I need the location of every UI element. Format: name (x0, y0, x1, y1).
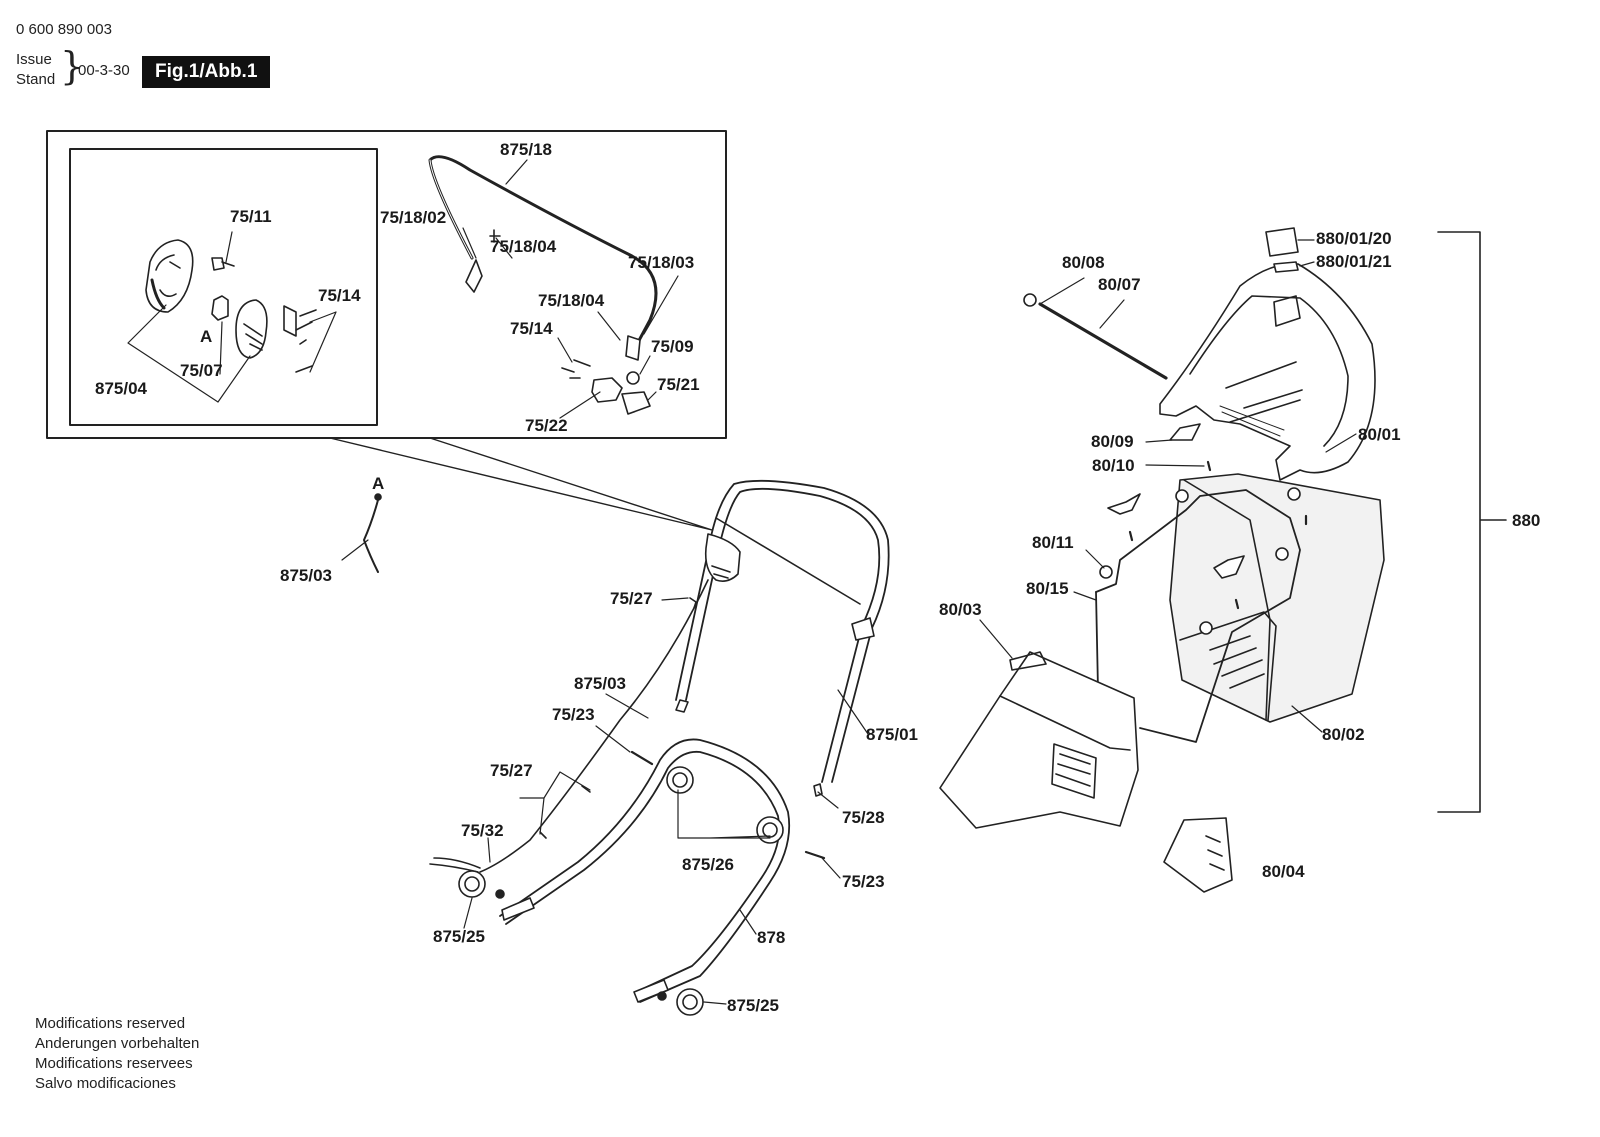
upper-handle-875-01 (675, 479, 890, 783)
label-75-22: 75/22 (525, 416, 568, 435)
label-878: 878 (757, 928, 786, 947)
knob-875-25a (458, 870, 486, 898)
label-75-11: 75/11 (230, 207, 272, 226)
label-80-01: 80/01 (1358, 425, 1401, 444)
label-875-04: 875/04 (95, 379, 147, 398)
label-75-23-lower: 75/23 (842, 872, 885, 891)
issue-label: Issue (16, 51, 52, 68)
grass-box-80-02 (1169, 473, 1385, 723)
modifications-fr: Modifications reservees (35, 1055, 193, 1072)
label-75-27-lower: 75/27 (490, 761, 533, 780)
chute-80-03 (939, 651, 1139, 829)
detail-frame-outer (46, 130, 727, 439)
label-75-27-upper: 75/27 (610, 589, 653, 608)
label-80-03: 80/03 (939, 600, 982, 619)
label-80-09: 80/09 (1091, 432, 1134, 451)
clip-80-11a (1107, 493, 1141, 515)
label-80-07: 80/07 (1098, 275, 1141, 294)
lower-handle-878 (499, 738, 791, 1003)
modifications-en: Modifications reserved (35, 1015, 186, 1032)
brace-icon: } (60, 44, 85, 88)
clip-80-09 (1169, 423, 1201, 441)
label-75-32: 75/32 (461, 821, 504, 840)
label-a-detail: A (200, 327, 213, 346)
knob-875-25b (676, 988, 704, 1016)
label-75-18-04-upper: 75/18/04 (490, 237, 557, 256)
label-75-18-02: 75/18/02 (380, 208, 447, 227)
label-875-18: 875/18 (500, 140, 552, 159)
label-75-18-03: 75/18/03 (628, 253, 695, 272)
label-75-28: 75/28 (842, 808, 885, 827)
label-80-10: 80/10 (1092, 456, 1135, 475)
label-80-08: 80/08 (1062, 253, 1105, 272)
knob-875-26b (756, 816, 784, 844)
part-number: 0 600 890 003 (16, 21, 112, 38)
label-875-25-bottom: 875/25 (727, 996, 779, 1015)
modifications-es: Salvo modificaciones (35, 1075, 176, 1092)
label-75-23-upper: 75/23 (552, 705, 595, 724)
switch-housing-part (145, 239, 194, 313)
label-a-cable: A (372, 474, 385, 493)
label-880-01-20 (1265, 227, 1299, 257)
label-880-01-21 (1273, 261, 1299, 273)
modifications-de: Anderungen vorbehalten (35, 1035, 200, 1052)
label-75-14: 75/14 (510, 319, 553, 338)
label-80-11: 80/11 (1032, 533, 1074, 552)
label-875-03-handle: 875/03 (574, 674, 626, 693)
label-875-25-left: 875/25 (433, 927, 485, 946)
label-75-21: 75/21 (657, 375, 700, 394)
label-880-01-21: 880/01/21 (1316, 252, 1392, 271)
label-75-18-04-lower: 75/18/04 (538, 291, 605, 310)
label-80-15: 80/15 (1026, 579, 1069, 598)
label-75-07: 75/07 (180, 361, 223, 380)
nut-80-08 (1023, 293, 1037, 307)
detail-frame-inner (69, 148, 378, 426)
bracket-880 (1437, 231, 1507, 813)
lid-80-01 (1159, 263, 1376, 481)
issue-date: 00-3-30 (78, 62, 130, 79)
label-875-26: 875/26 (682, 855, 734, 874)
label-80-02: 80/02 (1322, 725, 1365, 744)
label-875-01: 875/01 (866, 725, 918, 744)
knob-875-26a (666, 766, 694, 794)
label-880: 880 (1512, 511, 1541, 530)
figure-title: Fig.1/Abb.1 (142, 56, 271, 88)
cover-80-04 (1163, 817, 1233, 893)
label-875-03-cable: 875/03 (280, 566, 332, 585)
label-880-01-20: 880/01/20 (1316, 229, 1392, 248)
stand-label: Stand (16, 71, 56, 88)
label-75-09: 75/09 (651, 337, 694, 356)
label-80-04: 80/04 (1262, 862, 1305, 881)
label-75-14-detail: 75/14 (318, 286, 361, 305)
